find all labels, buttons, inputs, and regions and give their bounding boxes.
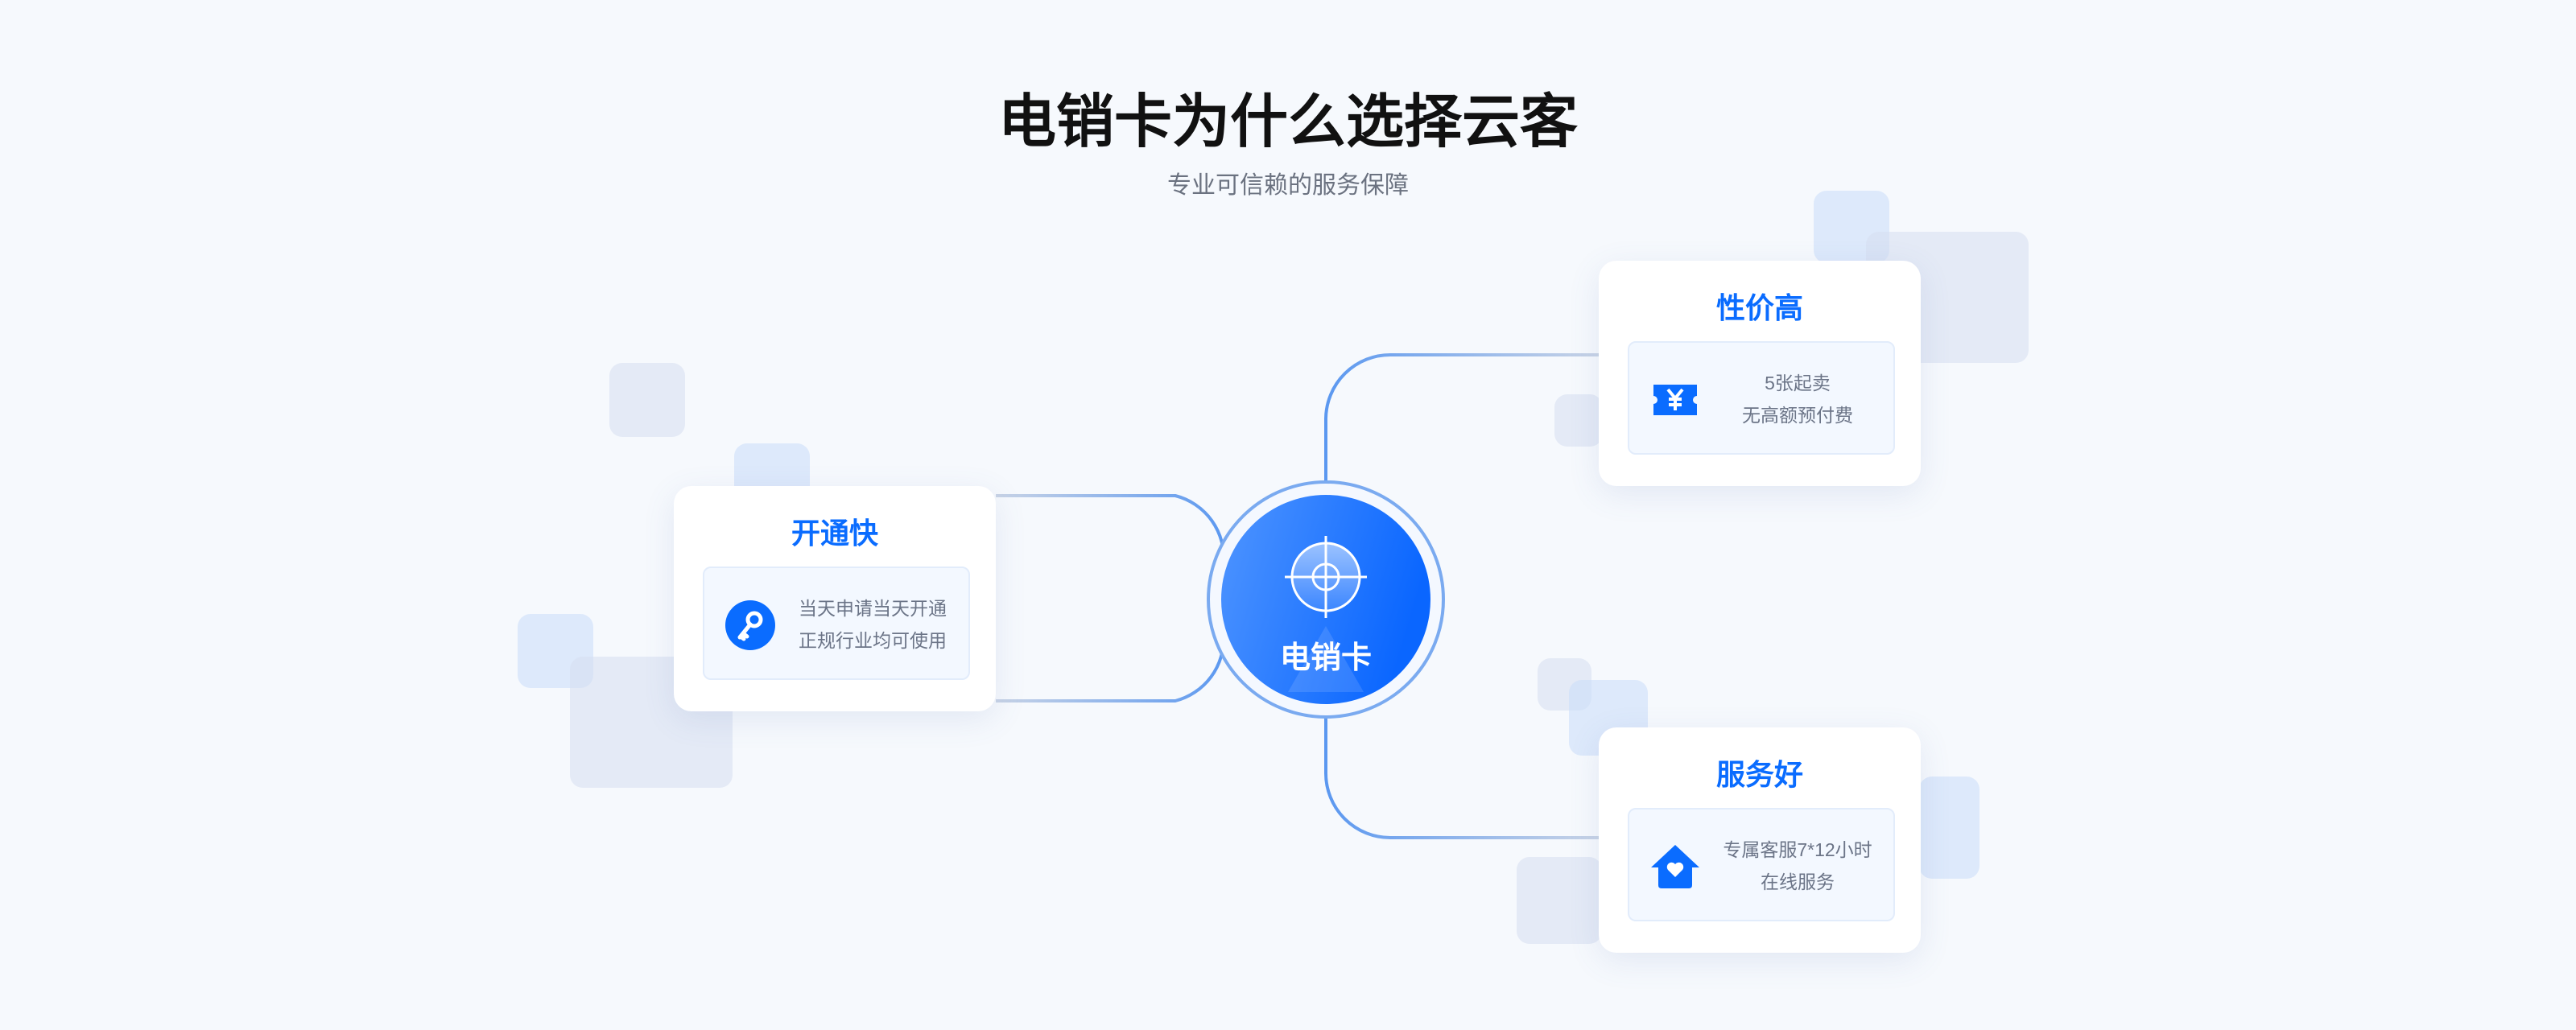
connector-bottom-right <box>1324 718 1599 839</box>
decor-square <box>1919 777 1979 879</box>
decor-square <box>1517 857 1602 944</box>
feature-card-value: 性价高 5张起卖 无高额预付费 <box>1599 261 1921 486</box>
feature-card-fast-activation: 开通快 当天申请当天开通 正规行业均可使用 <box>674 486 996 711</box>
card-content: 当天申请当天开通 正规行业均可使用 <box>703 566 970 680</box>
center-label: 电销卡 <box>1279 641 1372 675</box>
card-content: 5张起卖 无高额预付费 <box>1628 341 1895 455</box>
card-line: 正规行业均可使用 <box>799 630 947 651</box>
page-title: 电销卡为什么选择云客 <box>997 90 1578 154</box>
card-text: 专属客服7*12小时 在线服务 <box>1710 834 1885 898</box>
card-content: 专属客服7*12小时 在线服务 <box>1628 808 1895 921</box>
connector-top-right <box>1324 353 1599 481</box>
card-line: 在线服务 <box>1761 871 1835 892</box>
card-line: 无高额预付费 <box>1742 405 1853 426</box>
card-title: 性价高 <box>1715 291 1803 324</box>
card-text: 5张起卖 无高额预付费 <box>1710 367 1885 431</box>
card-text: 当天申请当天开通 正规行业均可使用 <box>785 592 960 657</box>
card-line: 当天申请当天开通 <box>799 598 947 619</box>
decor-square <box>1554 394 1603 447</box>
decor-square <box>609 363 685 437</box>
card-title: 开通快 <box>791 517 878 550</box>
key-icon <box>725 600 775 650</box>
connector-left <box>996 494 1226 702</box>
card-title: 服务好 <box>1715 758 1803 791</box>
card-line: 专属客服7*12小时 <box>1723 839 1872 860</box>
page-subtitle: 专业可信赖的服务保障 <box>1167 172 1409 199</box>
yen-ticket-icon <box>1653 385 1697 415</box>
card-line: 5张起卖 <box>1765 373 1831 393</box>
house-heart-icon <box>1651 845 1699 888</box>
feature-card-service: 服务好 专属客服7*12小时 在线服务 <box>1599 727 1921 953</box>
target-icon <box>1285 536 1367 618</box>
